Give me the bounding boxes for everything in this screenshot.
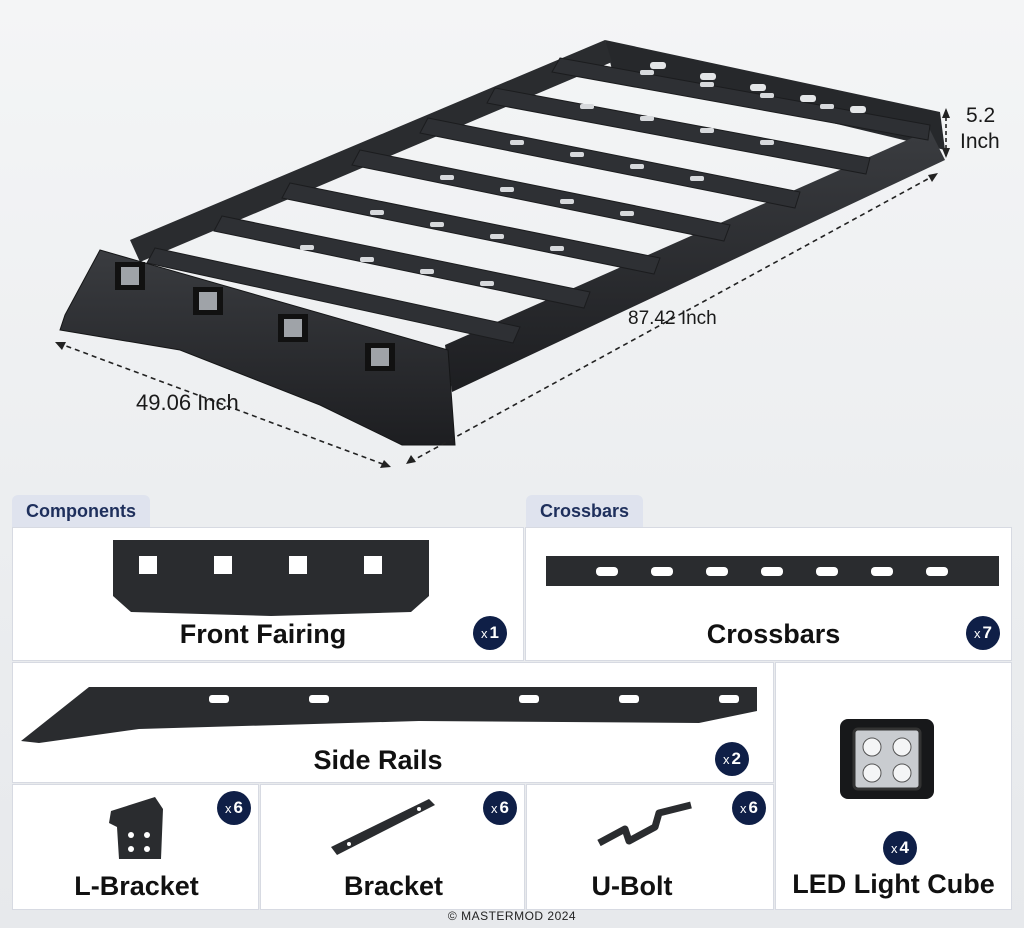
led-light-cube-label: LED Light Cube [792, 869, 995, 899]
height-dimension-value: 5.2 [966, 104, 996, 127]
height-dimension-unit: Inch [960, 130, 1000, 153]
u-bolt-image [597, 801, 692, 847]
crossbars-section-tab: Crossbars [526, 495, 644, 527]
side-rails-label: Side Rails [313, 745, 443, 775]
length-dimension-label: 87.42 Inch [628, 308, 717, 329]
front-fairing-label: Front Fairing [179, 619, 347, 649]
copyright-footer: © MASTERMOD 2024 [447, 909, 577, 923]
l-bracket-label: L-Bracket [74, 871, 199, 901]
front-fairing-image [113, 540, 429, 616]
bracket-label: Bracket [343, 871, 444, 901]
crossbar-image [546, 556, 999, 586]
led-light-cube-image [840, 719, 934, 799]
bracket-image [331, 799, 435, 855]
l-bracket-image [109, 797, 163, 859]
crossbars-label: Crossbars [706, 619, 841, 649]
side-rail-image [21, 687, 757, 743]
width-dimension-label: 49.06 Inch [136, 390, 239, 415]
components-section-tab: Components [12, 495, 150, 527]
roof-rack-illustration [55, 40, 950, 468]
fairing-led-lights [115, 262, 395, 371]
u-bolt-label: U-Bolt [591, 871, 673, 901]
